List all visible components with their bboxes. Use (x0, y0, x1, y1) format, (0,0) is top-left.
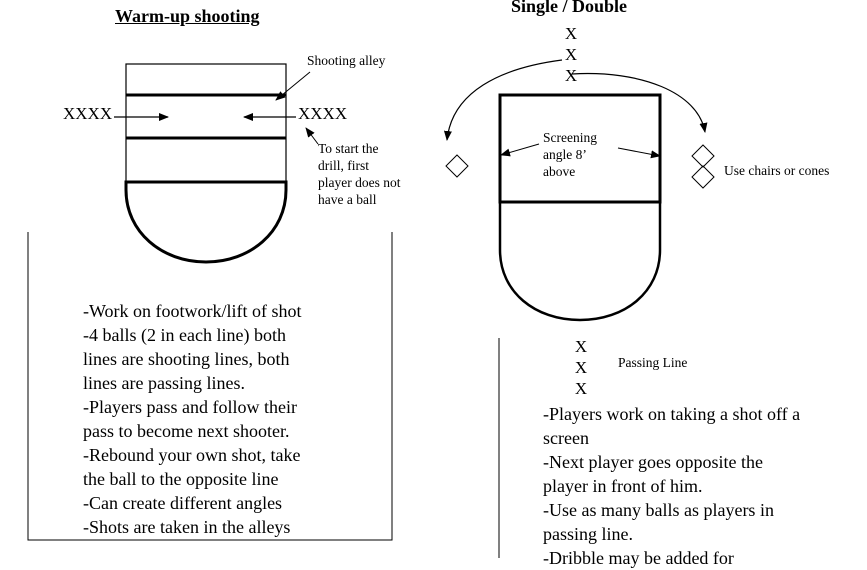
note-line: -Dribble may be added for (543, 548, 734, 568)
drill-diagram-canvas (27, 59, 715, 558)
note-line: -Rebound your own shot, take (83, 445, 301, 465)
note-line: player in front of him. (543, 476, 703, 496)
top-player-1: X (564, 24, 578, 43)
left-notes: -Work on footwork/lift of shot -4 balls … (83, 299, 302, 539)
left-arc (124, 180, 288, 264)
start-note-line: have a ball (318, 192, 377, 207)
screening-note: Screening angle 8’ above (543, 129, 597, 180)
shooting-alley-pointer (275, 71, 311, 101)
right-notes: -Players work on taking a shot off a scr… (543, 402, 800, 570)
note-line: -Shots are taken in the alleys (83, 517, 291, 537)
note-line: -Players pass and follow their (83, 397, 297, 417)
passing-player-1: X (574, 337, 588, 356)
curl-arrow-left (443, 59, 563, 141)
screen-arrow-right (617, 147, 661, 159)
left-court (114, 63, 319, 264)
right-player-line: XXXX (298, 104, 348, 123)
start-note-pointer (305, 127, 319, 145)
screening-note-line: angle 8’ (543, 147, 587, 162)
left-player-line: XXXX (63, 104, 113, 123)
cones-label: Use chairs or cones (724, 163, 830, 178)
passing-player-2: X (574, 358, 588, 377)
note-line: lines are passing lines. (83, 373, 245, 393)
note-line: pass to become next shooter. (83, 421, 290, 441)
note-line: the ball to the opposite line (83, 469, 279, 489)
passing-line-label: Passing Line (618, 355, 688, 370)
top-player-2: X (564, 45, 578, 64)
screen-arrow-left (500, 143, 540, 157)
screening-note-line: above (543, 164, 576, 179)
note-line: -Can create different angles (83, 493, 283, 513)
curl-arrow-right (571, 72, 708, 133)
left-key-box (125, 63, 287, 183)
passing-player-3: X (574, 379, 588, 398)
shooting-alley-label: Shooting alley (307, 53, 386, 68)
note-line: screen (543, 428, 589, 448)
right-title: Single / Double (511, 0, 628, 16)
right-arc (498, 202, 662, 322)
note-line: -4 balls (2 in each line) both (83, 325, 286, 345)
cone-left (445, 154, 469, 178)
right-court (443, 59, 715, 322)
start-note-line: To start the (318, 141, 379, 156)
note-line: -Work on footwork/lift of shot (83, 301, 302, 321)
start-note-line: drill, first (318, 158, 369, 173)
note-line: -Use as many balls as players in (543, 500, 774, 520)
note-line: -Players work on taking a shot off a (543, 404, 801, 424)
start-note-line: player does not (318, 175, 401, 190)
cone-right-bottom (691, 165, 715, 189)
note-line: passing line. (543, 524, 633, 544)
screening-note-line: Screening (543, 130, 597, 145)
top-player-3: X (564, 66, 578, 85)
left-title: Warm-up shooting (115, 6, 260, 26)
note-line: lines are shooting lines, both (83, 349, 290, 369)
start-note: To start the drill, first player does no… (318, 140, 400, 208)
left-notes-frame (27, 232, 393, 541)
note-line: -Next player goes opposite the (543, 452, 763, 472)
cone-right-top (691, 144, 715, 168)
